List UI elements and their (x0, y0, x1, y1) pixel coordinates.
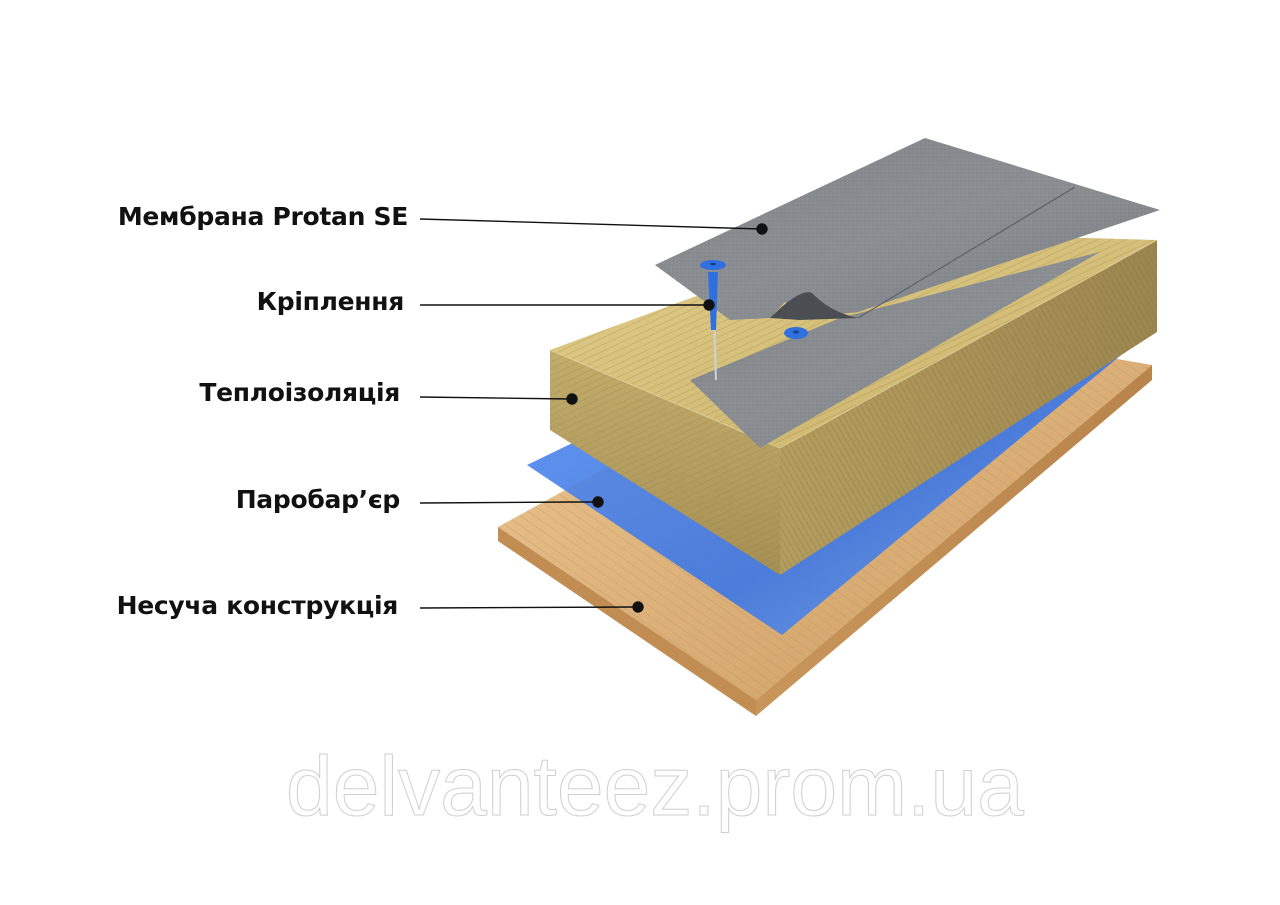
label-vapor-barrier: Паробар’єр (235, 485, 401, 514)
membrane-sheet (655, 138, 1160, 320)
leader-lines (419, 218, 768, 613)
watermark-text: delvanteez.prom.ua (286, 739, 1025, 834)
fastener-washer-icon (784, 327, 808, 339)
label-fastening: Кріплення (256, 287, 405, 316)
label-membrane: Мембрана Protan SE (117, 202, 408, 231)
membrane-lower-strip (690, 252, 1100, 448)
label-insulation: Теплоізоляція (199, 378, 400, 407)
label-load-bearing: Несуча конструкція (116, 591, 399, 620)
